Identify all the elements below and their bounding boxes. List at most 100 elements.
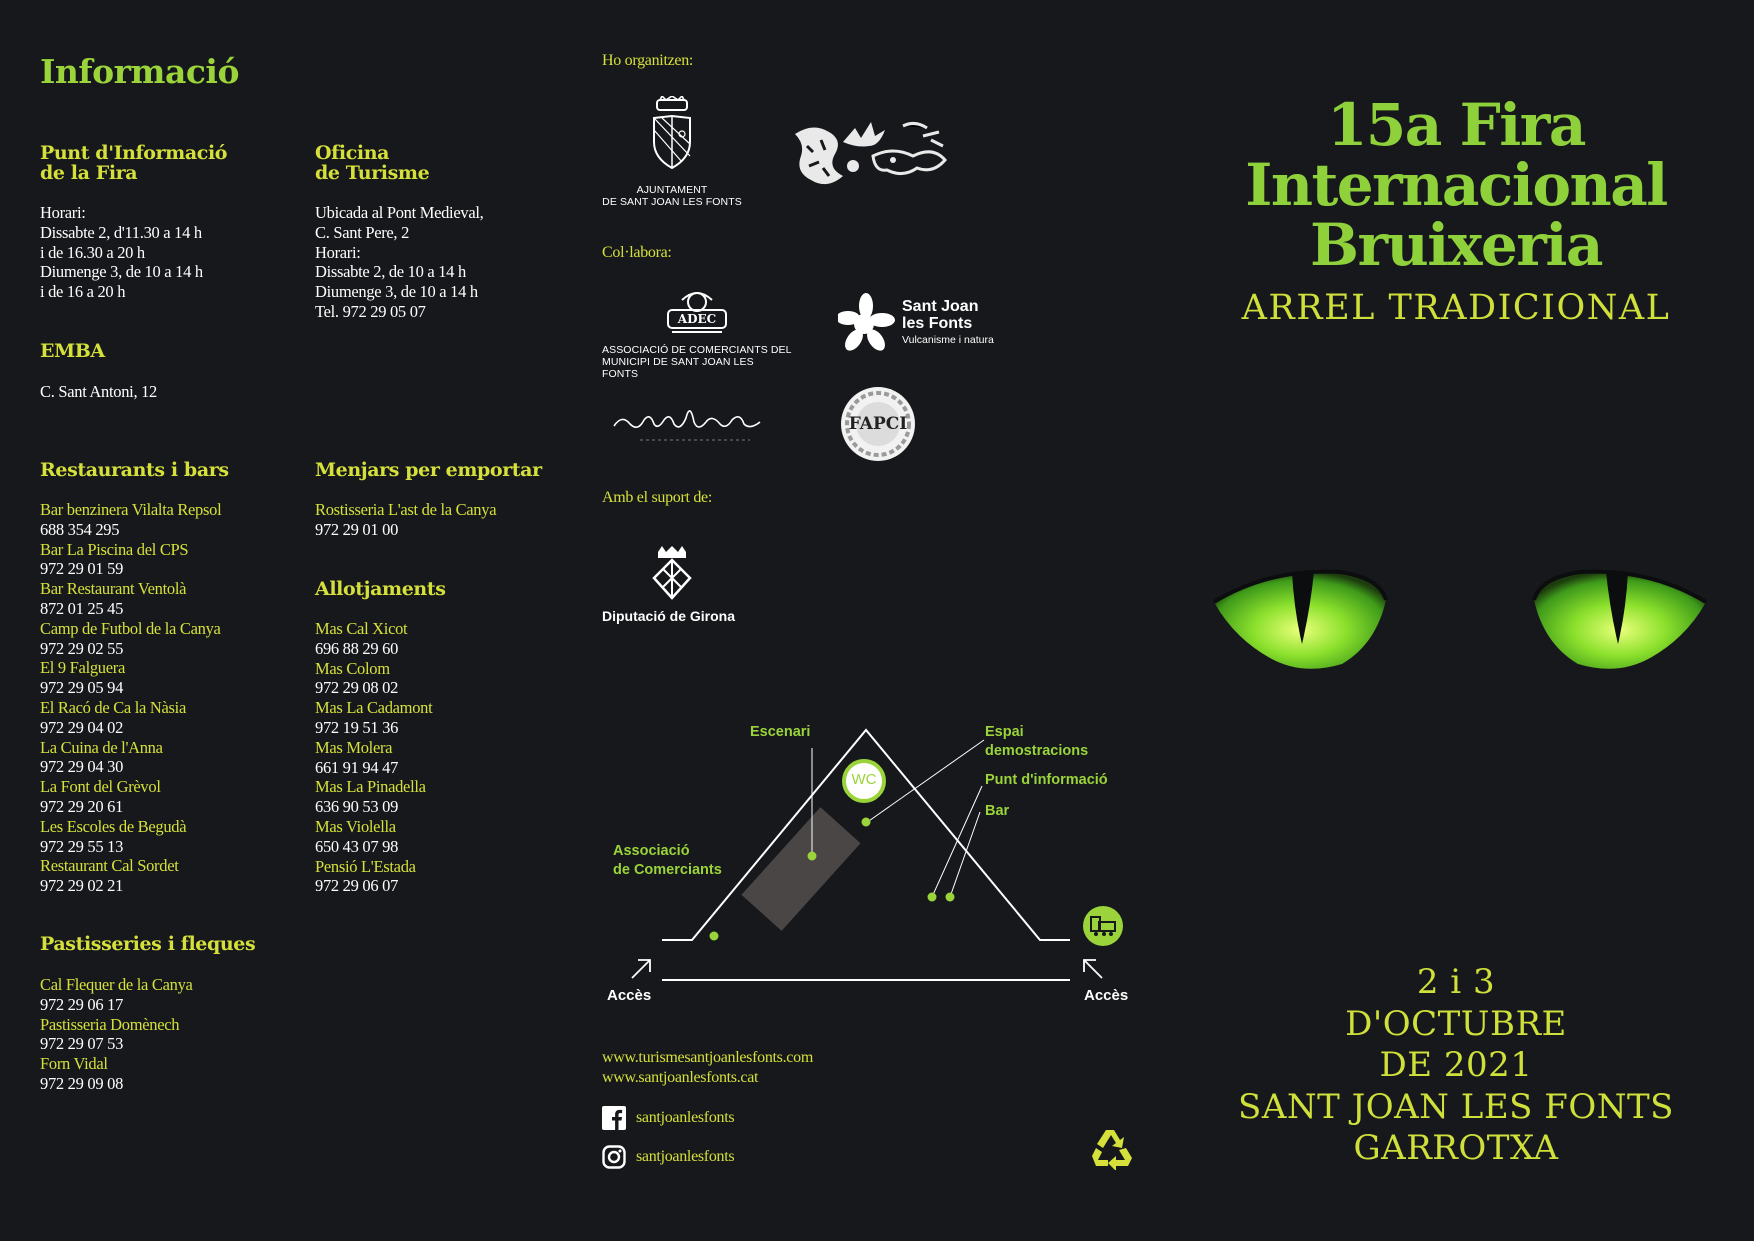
cover-subtitle: ARREL TRADICIONAL: [1241, 288, 1671, 328]
facebook-link[interactable]: santjoanlesfonts: [602, 1106, 735, 1130]
adec-caption-line2: MUNICIPI DE SANT JOAN LES FONTS: [602, 356, 754, 380]
web-link-ajuntament[interactable]: www.santjoanlesfonts.cat: [602, 1068, 759, 1086]
instagram-icon: [602, 1145, 626, 1169]
info-leader: [931, 785, 983, 898]
oficina-turisme-heading: Oficina de Turisme: [315, 143, 430, 184]
train-icon: [1090, 916, 1116, 936]
item-phone: 972 29 01 00: [315, 519, 399, 539]
region-line: GARROTXA: [1353, 1128, 1559, 1168]
item-name: Les Escoles de Begudà: [40, 816, 187, 836]
map-label-espai-line1: Espai: [985, 724, 1024, 740]
menjars-heading: Menjars per emportar: [315, 459, 542, 481]
item-phone: 972 29 05 94: [40, 678, 124, 698]
item-name: Mas La Pinadella: [315, 777, 426, 797]
facebook-handle: santjoanlesfonts: [636, 1109, 735, 1126]
punt-line: Diumenge 3, de 10 a 14 h: [40, 262, 203, 282]
cover-title-line2: Internacional: [1245, 151, 1668, 219]
date-line: 2 i 3: [1416, 962, 1496, 1002]
web-links: www.turismesantjoanlesfonts.com www.sant…: [602, 1048, 813, 1087]
sjlf-logo-line1: Sant Joan: [902, 298, 979, 315]
item-phone: 636 90 53 09: [315, 797, 399, 817]
ajuntament-logo: AJUNTAMENT DE SANT JOAN LES FONTS: [602, 94, 742, 208]
oficina-line: Dissabte 2, de 10 a 14 h: [315, 262, 466, 282]
adec-logo: ADEC ASSOCIACIÓ DE COMERCIANTS DEL MUNIC…: [602, 288, 792, 380]
collabora-label: Col·labora:: [602, 244, 672, 261]
adec-caption: ASSOCIACIÓ DE COMERCIANTS DEL MUNICIPI D…: [602, 344, 792, 380]
adec-caption-line1: ASSOCIACIÓ DE COMERCIANTS DEL: [602, 344, 792, 356]
item-name: Pensió L'Estada: [315, 856, 416, 876]
item-phone: 972 19 51 36: [315, 717, 399, 737]
item-phone: 972 29 02 55: [40, 638, 124, 658]
oficina-heading-line2: de Turisme: [315, 162, 430, 184]
item-name: Mas Molera: [315, 737, 393, 757]
espai-marker: [861, 817, 871, 827]
map-label-associacio-line2: de Comerciants: [613, 862, 722, 878]
punt-line: i de 16.30 a 20 h: [40, 242, 145, 262]
item-name: Bar La Piscina del CPS: [40, 539, 189, 559]
ajuntament-shield-icon: [653, 94, 691, 170]
escenari-marker: [807, 851, 817, 861]
punt-line: Horari:: [40, 203, 86, 222]
item-name: Mas Violella: [315, 816, 396, 836]
item-name: Bar benzinera Vilalta Repsol: [40, 500, 222, 519]
fapci-logo-text: FAPCI: [848, 414, 908, 434]
map-label-punt-informacio: Punt d'informació: [985, 772, 1108, 788]
fair-area-outline: [662, 728, 1070, 941]
emba-address: C. Sant Antoni, 12: [40, 382, 157, 401]
item-phone: 872 01 25 45: [40, 598, 124, 618]
sjlf-tagline: Vulcanisme i natura: [902, 334, 994, 346]
instagram-link[interactable]: santjoanlesfonts: [602, 1145, 735, 1169]
map-label-bar: Bar: [985, 803, 1010, 819]
map-label-espai: Espai demostracions: [985, 723, 1088, 761]
item-phone: 972 29 09 08: [40, 1073, 124, 1093]
info-marker: [927, 892, 937, 902]
acces-right-label: Accès: [1084, 987, 1129, 1004]
oficina-line: Tel. 972 29 05 07: [315, 301, 426, 321]
pastisseries-heading: Pastisseries i fleques: [40, 933, 256, 955]
diputacio-shield-icon: [652, 546, 692, 600]
oficina-line: Ubicada al Pont Medieval,: [315, 203, 484, 222]
right-cat-eye-icon: [1532, 569, 1708, 669]
ajuntament-caption: AJUNTAMENT DE SANT JOAN LES FONTS: [602, 184, 742, 208]
left-cat-eye-icon: [1212, 569, 1388, 669]
cover-title-line3: Bruixeria: [1310, 211, 1603, 279]
suport-label: Amb el suport de:: [602, 489, 712, 506]
map-label-espai-line2: demostracions: [985, 743, 1089, 759]
bar-marker: [945, 892, 955, 902]
recycle-icon: [1092, 1130, 1132, 1170]
bar-leader: [949, 811, 981, 898]
item-name: Bar Restaurant Ventolà: [40, 579, 187, 599]
adec-emblem-icon: [667, 292, 727, 333]
item-phone: 972 29 06 17: [40, 994, 124, 1014]
diputacio-logo: Diputació de Girona: [602, 544, 742, 624]
fapci-logo: FAPCI: [838, 384, 918, 464]
item-name: Cal Flequer de la Canya: [40, 975, 193, 994]
item-name: El 9 Falguera: [40, 658, 125, 678]
witch-artwork-logo: [783, 116, 953, 200]
item-name: Rostisseria L'ast de la Canya: [315, 500, 497, 519]
web-link-turisme[interactable]: www.turismesantjoanlesfonts.com: [602, 1049, 813, 1066]
access-left-arrow-icon: [631, 959, 651, 979]
item-phone: 972 29 06 07: [315, 876, 399, 896]
diputacio-caption: Diputació de Girona: [602, 608, 736, 624]
punt-informacio-hours: Horari: Dissabte 2, d'11.30 a 14 h i de …: [40, 203, 203, 302]
emba-signature-logo: emba: [610, 396, 770, 446]
witch-illustration-icon: [795, 121, 947, 185]
acces-left-label: Accès: [607, 987, 652, 1004]
